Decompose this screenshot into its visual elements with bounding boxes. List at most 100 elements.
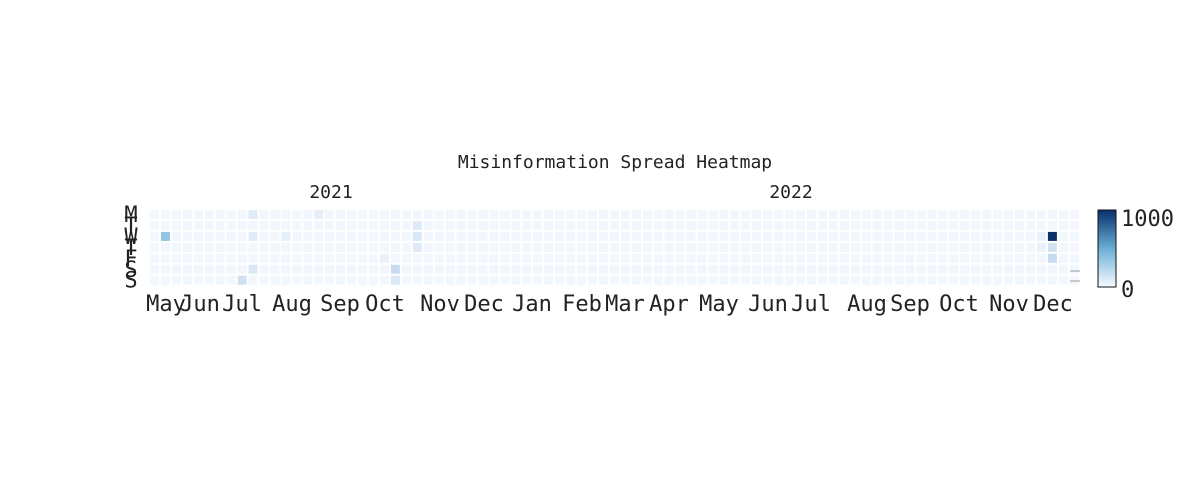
heatmap-cell: [949, 275, 959, 285]
heatmap-cell: [916, 275, 926, 285]
heatmap-cell: [467, 210, 477, 219]
heatmap-cell: [598, 264, 608, 274]
heatmap-cell: [719, 253, 729, 263]
heatmap-cell: [1026, 275, 1035, 285]
heatmap-cell: [1058, 210, 1068, 219]
heatmap-cell: [412, 231, 422, 241]
heatmap-cell: [620, 275, 630, 285]
heatmap-cell: [894, 264, 904, 274]
heatmap-cell: [555, 253, 565, 263]
heatmap-cell: [938, 220, 948, 230]
heatmap-cell: [412, 253, 422, 263]
heatmap-cell: [511, 231, 521, 241]
heatmap-cell: [730, 210, 740, 219]
heatmap-cell: [445, 253, 455, 263]
heatmap-cell: [796, 231, 806, 241]
heatmap-cell: [358, 220, 368, 230]
heatmap-cell: [171, 253, 181, 263]
heatmap-cell: [686, 210, 696, 219]
heatmap-cell: [1026, 253, 1035, 263]
heatmap-cell: [993, 220, 1003, 230]
heatmap-cell: [631, 231, 641, 241]
heatmap-cell: [774, 242, 784, 252]
heatmap-cell: [204, 264, 214, 274]
heatmap-cell: [861, 264, 871, 274]
heatmap-cell: [182, 231, 192, 241]
heatmap-cell: [894, 275, 904, 285]
heatmap-cell: [949, 231, 959, 241]
heatmap-cell: [752, 253, 762, 263]
heatmap-cell: [467, 264, 477, 274]
heatmap-cell: [686, 242, 696, 252]
heatmap-cell: [774, 275, 784, 285]
heatmap-cell: [369, 220, 378, 230]
heatmap-cell: [850, 242, 860, 252]
heatmap-cell: [226, 220, 236, 230]
heatmap-cell: [401, 253, 411, 263]
heatmap-cell: [522, 231, 532, 241]
heatmap-cell: [226, 242, 236, 252]
heatmap-cell: [1036, 220, 1046, 230]
heatmap-cell: [598, 220, 608, 230]
heatmap-cell: [708, 264, 718, 274]
heatmap-cell: [609, 231, 619, 241]
heatmap-cell: [434, 231, 444, 241]
heatmap-cell: [314, 210, 324, 219]
heatmap-cell: [1047, 275, 1057, 285]
heatmap-cell: [325, 275, 335, 285]
heatmap-cell: [905, 253, 915, 263]
heatmap-cell: [500, 231, 510, 241]
heatmap-cell: [182, 220, 192, 230]
heatmap-cell: [281, 210, 291, 219]
heatmap-cell: [182, 242, 192, 252]
heatmap-cell: [226, 231, 236, 241]
heatmap-cell: [971, 253, 981, 263]
heatmap-cell: [916, 210, 926, 219]
heatmap-cell: [489, 210, 499, 219]
heatmap-cell: [281, 264, 291, 274]
heatmap-cell: [204, 210, 214, 219]
heatmap-cell: [993, 264, 1003, 274]
heatmap-cell: [489, 264, 499, 274]
heatmap-cell: [150, 264, 159, 274]
heatmap-cell: [664, 264, 674, 274]
heatmap-cell: [1004, 253, 1014, 263]
heatmap-cell: [171, 210, 181, 219]
heatmap-cell: [1058, 264, 1068, 274]
heatmap-cell: [555, 231, 565, 241]
heatmap-cell: [741, 253, 751, 263]
heatmap-cell: [445, 275, 455, 285]
heatmap-cell: [763, 275, 773, 285]
heatmap-cell: [1026, 231, 1035, 241]
heatmap-cell: [642, 264, 652, 274]
heatmap-cell: [653, 275, 663, 285]
heatmap-cell: [686, 231, 696, 241]
heatmap-cell: [763, 220, 773, 230]
heatmap-cell: [588, 231, 597, 241]
heatmap-cell: [292, 210, 302, 219]
heatmap-cell: [522, 264, 532, 274]
heatmap-cell: [872, 242, 882, 252]
heatmap-cell: [927, 275, 937, 285]
heatmap-cell: [456, 264, 466, 274]
heatmap-cell: [697, 242, 707, 252]
heatmap-cell: [533, 210, 543, 219]
heatmap-cell: [566, 253, 576, 263]
heatmap-cell: [577, 220, 587, 230]
heatmap-cell: [281, 220, 291, 230]
heatmap-cell: [1026, 220, 1035, 230]
heatmap-cell: [248, 242, 258, 252]
heatmap-cell: [347, 220, 357, 230]
heatmap-cell: [796, 264, 806, 274]
heatmap-cell: [577, 264, 587, 274]
heatmap-cell: [1058, 242, 1068, 252]
heatmap-cell: [314, 275, 324, 285]
heatmap-cell: [1026, 242, 1035, 252]
heatmap-cell: [160, 264, 170, 274]
heatmap-cell: [1004, 275, 1014, 285]
heatmap-cell: [379, 242, 389, 252]
heatmap-cell: [390, 253, 400, 263]
heatmap-cell: [1069, 231, 1079, 241]
heatmap-cell: [960, 210, 970, 219]
heatmap-cell: [259, 275, 269, 285]
